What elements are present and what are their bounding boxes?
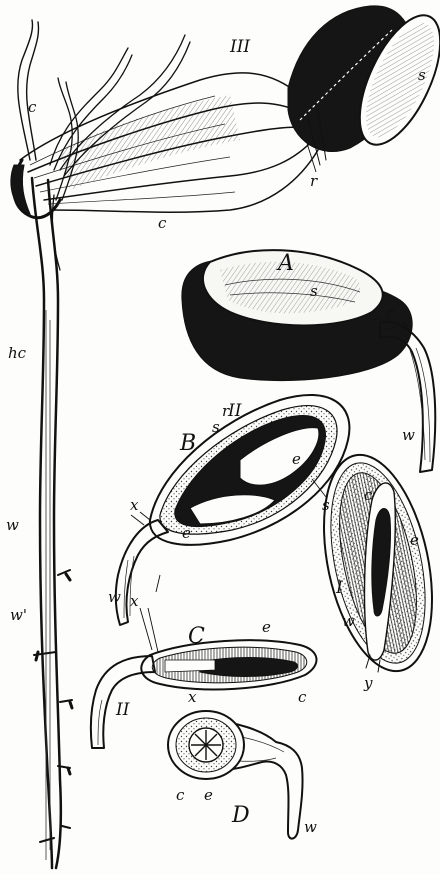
label-c-C: c (298, 688, 307, 706)
label-III: III (229, 37, 250, 57)
label-s-I: s (322, 496, 330, 514)
label-r-B: r (222, 402, 230, 420)
label-s-A: s (310, 282, 318, 300)
label-w-I: w (342, 612, 355, 630)
label-x-A: x (402, 316, 411, 334)
label-y-I: y (363, 674, 373, 692)
label-c-D: c (176, 786, 185, 804)
label-II-upper: II (227, 401, 242, 421)
label-c-I: c (364, 486, 373, 504)
label-r-A: r (386, 304, 394, 322)
label-A: A (276, 251, 294, 276)
label-e-I: e (410, 531, 419, 549)
label-c-mid: c (158, 214, 167, 232)
label-B: B (179, 431, 196, 456)
label-I: I (335, 578, 343, 598)
label-w-A: w (402, 426, 415, 444)
label-D: D (231, 803, 250, 828)
label-c-top: c (28, 98, 37, 116)
label-r-III: r (310, 172, 318, 190)
label-s-B: s (212, 418, 220, 436)
label-x-B: x (130, 496, 139, 514)
label-e-B1: e (292, 450, 301, 468)
label-w-D: w (304, 818, 317, 836)
label-II-lower: II (115, 700, 130, 720)
label-w-prime: w' (10, 606, 27, 624)
label-x-C2: x (188, 688, 197, 706)
label-w-seedling: w (6, 516, 19, 534)
label-w-B: w (108, 588, 121, 606)
seed-section-B (116, 395, 350, 625)
label-s-III: s (418, 66, 426, 84)
label-x-C1: x (130, 592, 139, 610)
label-hc: hc (8, 344, 27, 362)
label-e-C: e (262, 618, 271, 636)
label-C: C (188, 624, 205, 649)
label-e-D: e (204, 786, 213, 804)
label-e-B2: e (182, 524, 191, 542)
